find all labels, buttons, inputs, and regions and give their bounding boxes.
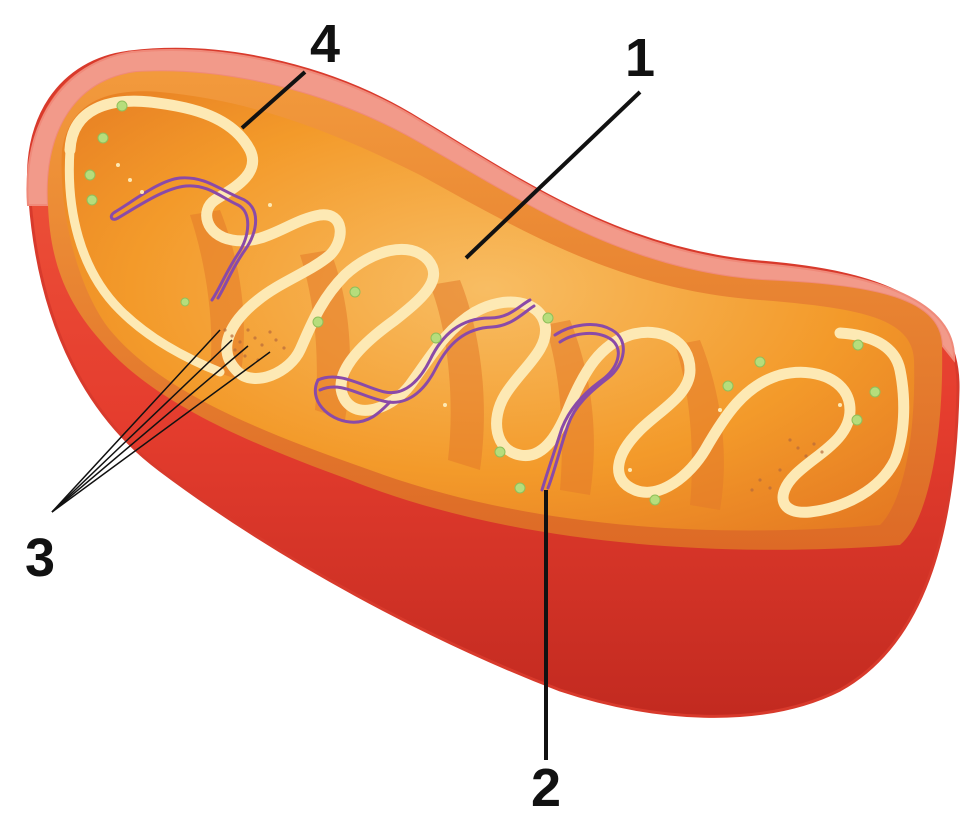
label-3: 3 xyxy=(25,528,55,588)
label-4: 4 xyxy=(310,14,340,74)
label-1: 1 xyxy=(625,28,655,88)
label-2: 2 xyxy=(531,758,561,818)
